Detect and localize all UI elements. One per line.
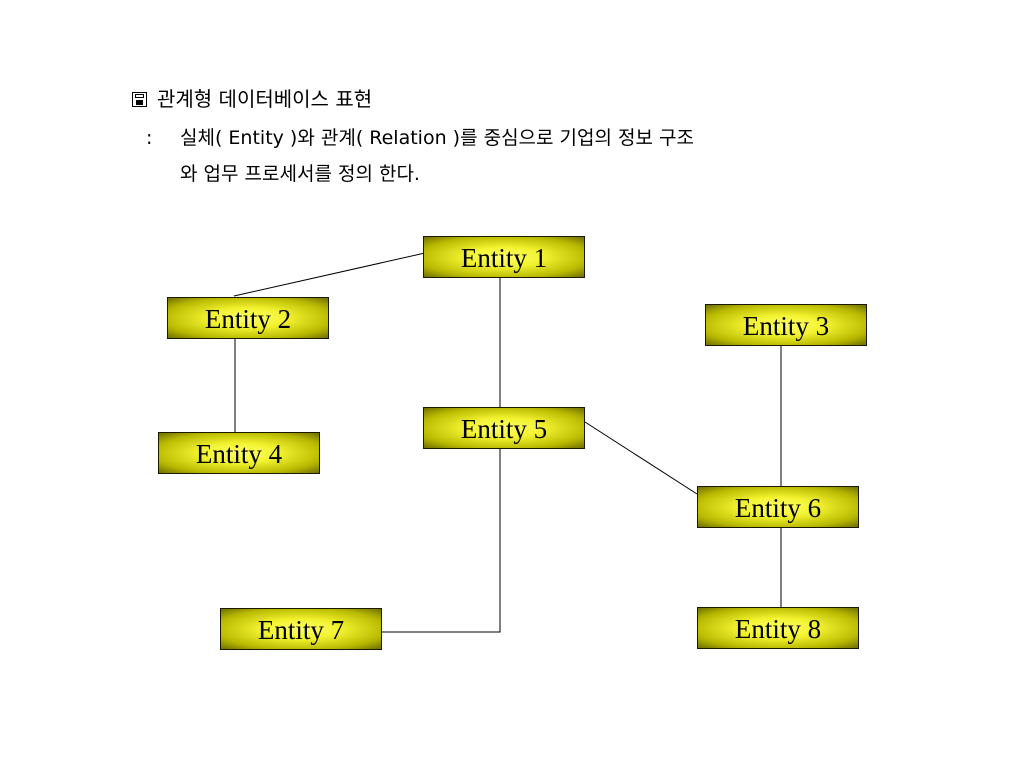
entity-7: Entity 7 xyxy=(220,608,382,650)
description-line-1: : 실체( Entity )와 관계( Relation )를 중심으로 기업의 … xyxy=(146,120,694,156)
entity-1: Entity 1 xyxy=(423,236,585,278)
entity-6: Entity 6 xyxy=(697,486,859,528)
save-icon xyxy=(132,92,147,107)
description-line-2: 와 업무 프로세서를 정의 한다. xyxy=(180,163,420,185)
entity-4: Entity 4 xyxy=(158,432,320,474)
entity-8: Entity 8 xyxy=(697,607,859,649)
description: : 실체( Entity )와 관계( Relation )를 중심으로 기업의 … xyxy=(146,120,694,192)
entity-2: Entity 2 xyxy=(167,297,329,339)
entity-3: Entity 3 xyxy=(705,304,867,346)
relation-line-e2-e1 xyxy=(233,252,426,297)
description-text-1: 실체( Entity )와 관계( Relation )를 중심으로 기업의 정… xyxy=(180,127,694,149)
description-bullet: : xyxy=(146,127,153,149)
slide-heading: 관계형 데이터베이스 표현 xyxy=(132,86,372,112)
relation-line-e5-e7 xyxy=(382,449,501,633)
heading-title: 관계형 데이터베이스 표현 xyxy=(157,87,373,111)
entity-5: Entity 5 xyxy=(423,407,585,449)
relation-line-e5-e6 xyxy=(584,421,698,495)
